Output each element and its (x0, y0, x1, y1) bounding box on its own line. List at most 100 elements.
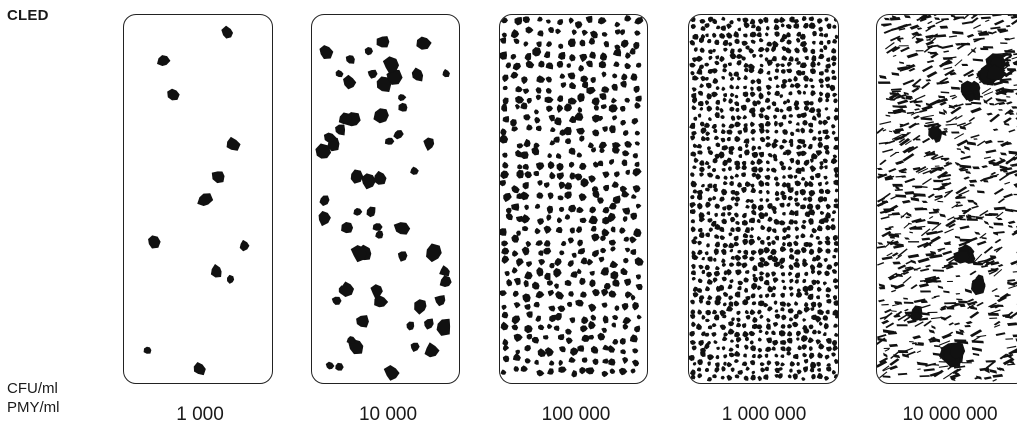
colony-dot (503, 356, 509, 362)
colony-dot (611, 247, 616, 252)
colony-dot (715, 204, 720, 209)
colony-dot (579, 65, 584, 71)
colony-dot (730, 249, 733, 252)
growth-streak (901, 171, 907, 173)
colony-dot (211, 264, 221, 277)
colony-dot (708, 218, 712, 222)
colony-dot (525, 345, 531, 351)
colony-dot (587, 87, 596, 94)
colony-dot (832, 370, 835, 374)
colony-dot (546, 63, 553, 69)
growth-streak (884, 309, 892, 313)
growth-streak (904, 191, 914, 195)
colony-dot (800, 34, 805, 39)
growth-streak (938, 285, 944, 289)
colony-dot (694, 158, 698, 163)
colony-dot (811, 374, 815, 379)
growth-streak (899, 61, 904, 64)
growth-streak (877, 262, 884, 266)
colony-dot (774, 139, 779, 143)
colony-dot (523, 182, 529, 189)
growth-streak (951, 87, 960, 90)
colony-dot (832, 340, 836, 345)
dipslide-panel-1000 (123, 14, 273, 384)
colony-dot (539, 251, 543, 256)
colony-dot (753, 265, 757, 271)
colony-dot (723, 243, 728, 248)
growth-streak (916, 50, 924, 51)
colony-dot (722, 87, 725, 91)
growth-streak (897, 248, 907, 256)
growth-streak (908, 241, 919, 242)
growth-streak (960, 150, 965, 154)
dipslide-panel-100000 (499, 14, 648, 384)
colony-dot (548, 153, 552, 157)
colony-dot (723, 292, 728, 296)
colony-dot (722, 168, 726, 171)
colony-dot (708, 150, 713, 154)
colony-dot (633, 185, 640, 192)
growth-streak (885, 322, 894, 328)
colony-dot (731, 227, 735, 231)
colony-dot (621, 40, 628, 48)
colony-dot (615, 22, 620, 27)
colony-dot (782, 315, 787, 320)
colony-dot (760, 315, 764, 319)
colony-dot (722, 219, 727, 224)
colony-dot (752, 371, 755, 374)
colony-dot (773, 322, 778, 326)
colony-dot (716, 143, 720, 147)
colony-dot (705, 63, 709, 66)
colony-dot (780, 302, 786, 307)
colony-dot (612, 182, 619, 188)
growth-streak (984, 376, 992, 379)
colony-dot (507, 279, 512, 286)
colony-dot (577, 207, 584, 213)
growth-streak (925, 121, 934, 124)
colony-dot (750, 309, 755, 314)
colony-dot (603, 126, 608, 131)
colony-dot (827, 265, 832, 270)
colony-pattern-100000 (500, 15, 647, 383)
colony-dot (774, 262, 780, 267)
colony-dot (607, 213, 615, 222)
colony-dot (512, 185, 520, 192)
colony-dot (630, 335, 637, 342)
growth-streak (966, 359, 974, 362)
colony-dot (572, 253, 576, 257)
colony-dot (758, 376, 762, 381)
growth-streak (935, 230, 943, 233)
colony-dot (808, 285, 813, 290)
colony-dot (758, 262, 764, 267)
colony-dot (810, 69, 815, 74)
colony-dot (550, 127, 555, 131)
colony-dot (730, 20, 734, 24)
colony-dot (809, 249, 814, 255)
colony-dot (547, 324, 552, 329)
colony-dot (716, 175, 720, 179)
colony-dot (742, 255, 747, 259)
colony-dot (753, 101, 757, 106)
colony-dot (620, 30, 624, 35)
colony-dot (715, 367, 719, 372)
colony-dot (506, 213, 513, 220)
growth-streak (990, 309, 1000, 313)
colony-dot (713, 129, 717, 133)
colony-dot (521, 215, 529, 224)
colony-dot (826, 116, 830, 119)
colony-dot (634, 86, 640, 92)
colony-dot (565, 192, 572, 199)
colony-dot (537, 17, 542, 21)
colony-dot (500, 38, 506, 44)
colony-dot (734, 102, 738, 106)
colony-dot (811, 270, 815, 274)
colony-dot (749, 239, 755, 245)
growth-streak (1003, 53, 1012, 56)
colony-dot (782, 280, 785, 283)
colony-dot (760, 199, 763, 202)
colony-dot (789, 287, 793, 291)
colony-dot (729, 263, 734, 267)
colony-dot (752, 302, 756, 305)
colony-dot (801, 335, 807, 341)
colony-dot (600, 148, 605, 152)
